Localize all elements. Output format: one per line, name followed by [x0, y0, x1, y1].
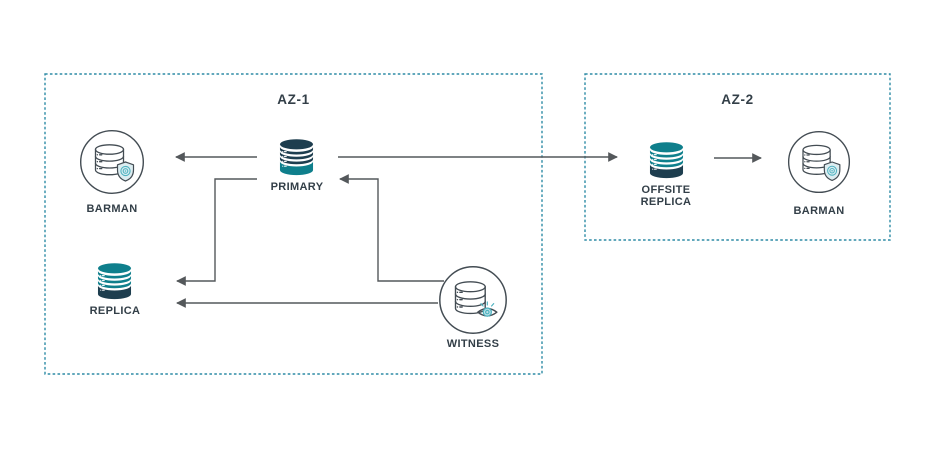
- barman-az2-database-shield-icon: [787, 130, 851, 194]
- eye-icon: [477, 301, 498, 317]
- node-label-replica: REPLICA: [89, 305, 141, 317]
- witness-database-eye-icon: [439, 266, 507, 334]
- node-label-barman-az1: BARMAN: [86, 203, 138, 215]
- node-label-primary: PRIMARY: [270, 181, 324, 193]
- shield-icon: [823, 161, 841, 182]
- zone-title-az2: AZ-2: [721, 92, 754, 107]
- node-label-offsite-replica: OFFSITE REPLICA: [640, 184, 692, 208]
- shield-icon: [116, 161, 135, 182]
- primary-database-icon: [279, 139, 314, 176]
- node-label-witness: WITNESS: [446, 338, 500, 350]
- barman-az1-database-shield-icon: [80, 130, 144, 194]
- zone-title-az1: AZ-1: [277, 92, 310, 107]
- offsite-replica-database-icon: [649, 142, 684, 179]
- replica-database-icon: [97, 263, 132, 300]
- edge-witness-to-primary: [339, 174, 444, 282]
- node-label-barman-az2: BARMAN: [793, 205, 845, 217]
- edge-primary-to-replica: [176, 178, 257, 286]
- zone-box-az1: [44, 73, 543, 375]
